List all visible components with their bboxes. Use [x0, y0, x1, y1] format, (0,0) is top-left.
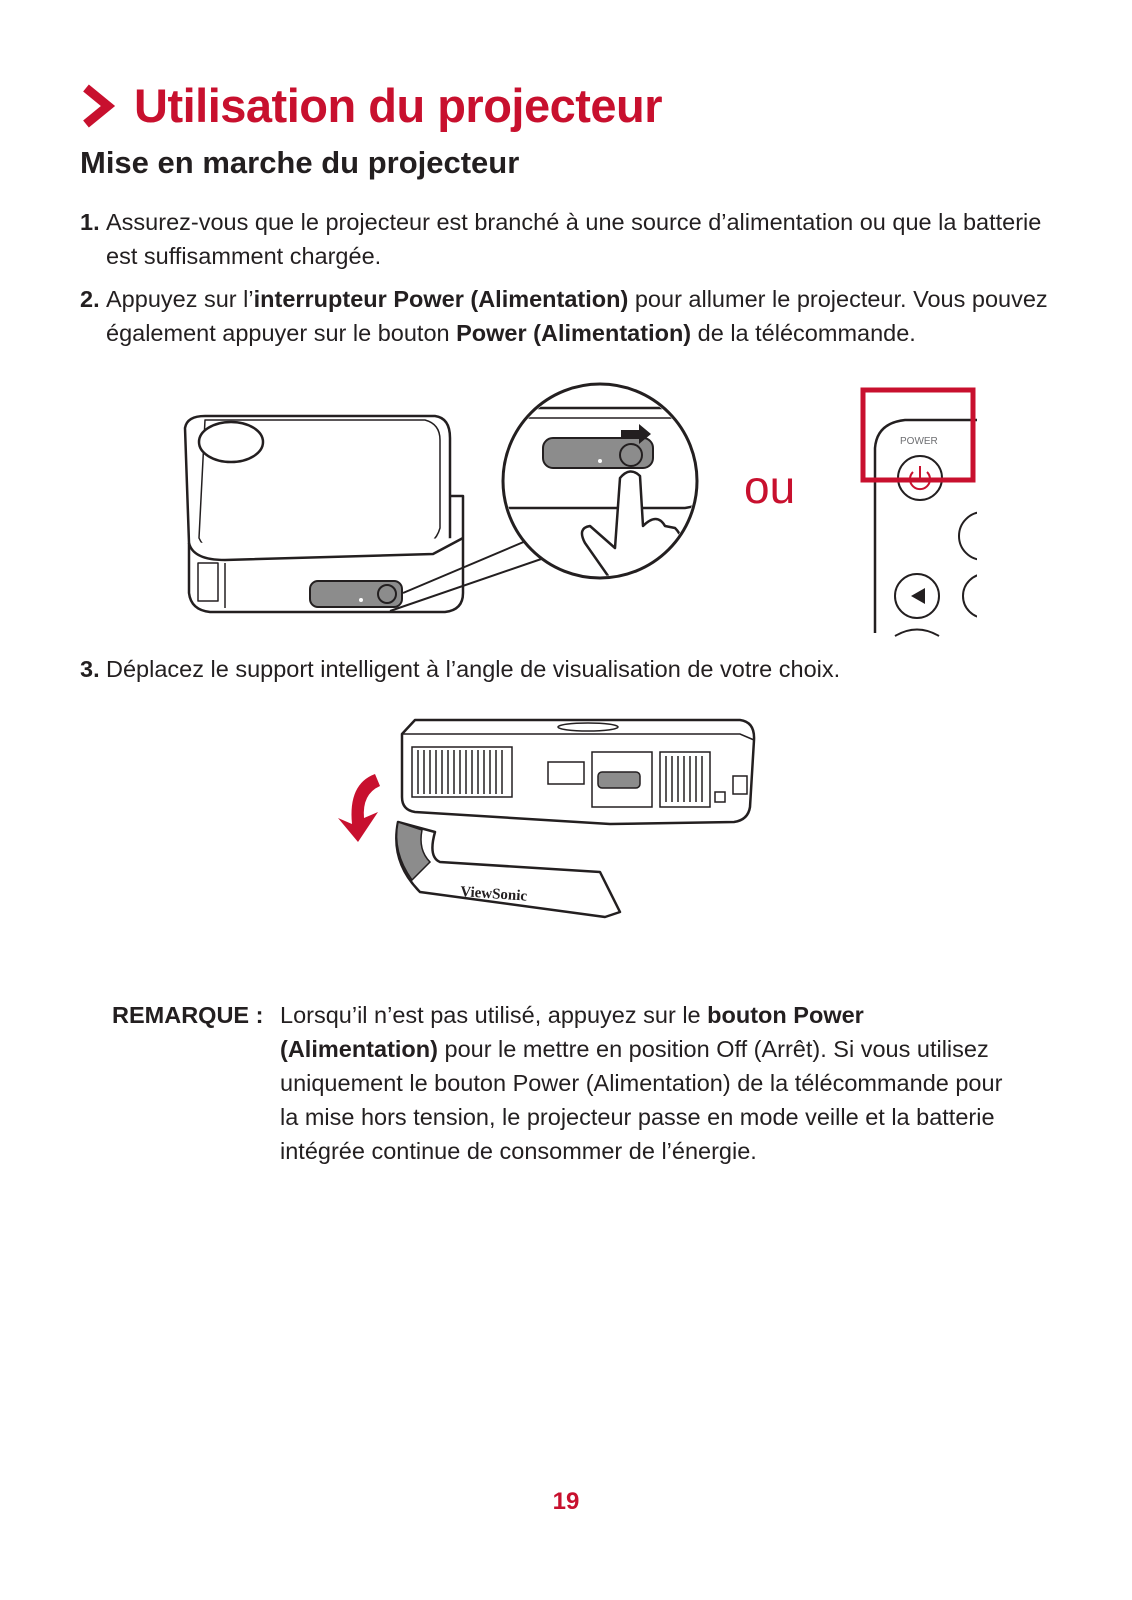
page-number: 19	[552, 1488, 580, 1515]
step-text-part: pour allumer le projecteur. Vous pouvez …	[106, 286, 1048, 346]
step-2: 2. Appuyez sur l’interrupteur Power (Ali…	[80, 282, 1070, 350]
step-text-bold: Power (Alimentation)	[456, 320, 692, 346]
step-text: Assurez-vous que le projecteur est branc…	[106, 209, 1042, 269]
note-text: Lorsqu’il n’est pas utilisé, appuyez sur…	[280, 998, 1015, 1168]
note-text-part: pour le mettre en position Off (Arrêt). …	[280, 1036, 1003, 1164]
section-title: Mise en marche du projecteur	[80, 145, 520, 180]
step-3: 3. Déplacez le support intelligent à l’a…	[80, 652, 1070, 686]
or-label: ou	[744, 461, 796, 513]
chevron-right-icon	[83, 84, 116, 127]
rotate-arrow-icon	[338, 774, 380, 842]
step-number: 2.	[80, 286, 100, 312]
note-text-bold: bouton Power (Alimentation)	[280, 1002, 864, 1062]
step-text: Appuyez sur l’interrupteur Power (Alimen…	[106, 282, 1070, 350]
step-text: Déplacez le support intelligent à l’angl…	[106, 656, 841, 682]
step-number: 1.	[80, 209, 100, 235]
step-text-part: Appuyez sur l’	[106, 286, 254, 312]
step-number: 3.	[80, 656, 100, 682]
chapter-heading: Utilisation du projecteur	[80, 78, 663, 133]
step-1: 1. Assurez-vous que le projecteur est br…	[80, 205, 1070, 273]
smart-stand-illustration: ViewSonic	[338, 718, 756, 919]
step-text-bold: interrupteur Power (Alimentation)	[253, 286, 629, 312]
remote-power-label: POWER	[900, 436, 938, 447]
step-text-part: de la télécommande.	[691, 320, 916, 346]
power-switch-illustration: POWER	[183, 378, 985, 638]
brand-label: ViewSonic	[460, 884, 528, 905]
chapter-title: Utilisation du projecteur	[134, 79, 663, 132]
note-text-part: Lorsqu’il n’est pas utilisé, appuyez sur…	[280, 1002, 708, 1028]
note-label: REMARQUE :	[112, 1002, 264, 1028]
